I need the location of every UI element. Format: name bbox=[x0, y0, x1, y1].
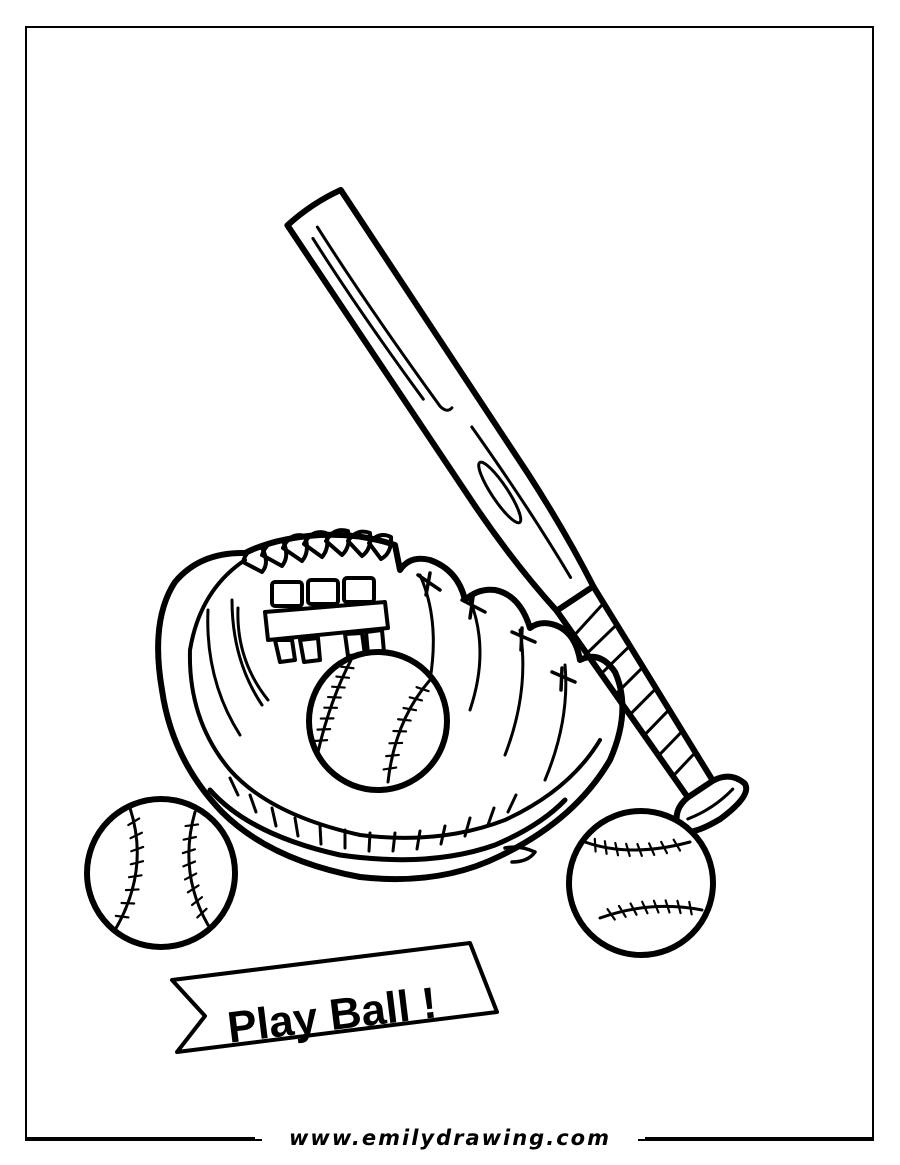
stitch-mark bbox=[127, 817, 141, 827]
stitch-mark bbox=[676, 899, 682, 915]
stitch-mark bbox=[190, 896, 204, 907]
stitch-mark bbox=[660, 840, 669, 855]
stitch-mark bbox=[688, 900, 693, 916]
stitch-mark bbox=[629, 902, 638, 916]
stitch-mark bbox=[124, 888, 140, 892]
stitch-mark bbox=[636, 842, 643, 857]
baseball-icon bbox=[566, 808, 716, 958]
baseball-glove-icon bbox=[155, 528, 626, 883]
stitch-mark bbox=[127, 874, 143, 879]
stitch-mark bbox=[614, 841, 620, 857]
stitch-mark bbox=[129, 860, 145, 866]
stitch-mark bbox=[617, 904, 627, 918]
stitch-mark bbox=[593, 837, 597, 853]
stitch-mark bbox=[647, 842, 656, 856]
stitch-mark bbox=[339, 665, 355, 670]
stitch-mark bbox=[313, 739, 329, 743]
stitch-mark bbox=[385, 753, 400, 758]
stitch-mark bbox=[397, 718, 412, 722]
stitch-mark bbox=[652, 899, 660, 914]
stitch-mark bbox=[183, 872, 198, 881]
footer-website[interactable]: www.emilydrawing.com bbox=[289, 1126, 611, 1150]
stitch-mark bbox=[625, 842, 631, 858]
stitch-mark bbox=[316, 728, 332, 731]
banner-text: Play Ball ! bbox=[225, 978, 440, 1052]
stitch-mark bbox=[402, 706, 418, 712]
baseball-icon bbox=[306, 649, 450, 793]
stitch-mark bbox=[327, 695, 342, 699]
ball-stitches bbox=[114, 665, 693, 921]
stitch-mark bbox=[382, 766, 398, 771]
stitch-mark bbox=[182, 835, 198, 841]
stitch-mark bbox=[184, 823, 200, 828]
stitch-mark bbox=[603, 840, 608, 855]
stitch-mark bbox=[664, 899, 671, 914]
stitch-mark bbox=[186, 884, 200, 894]
stitch-mark bbox=[196, 907, 208, 919]
stitch-mark bbox=[335, 675, 351, 679]
stitch-mark bbox=[415, 686, 430, 693]
stitch-mark bbox=[182, 860, 197, 868]
banner-ribbon: Play Ball ! bbox=[170, 941, 499, 1054]
stitch-mark bbox=[672, 838, 682, 852]
stitch-mark bbox=[130, 845, 145, 853]
stitch-mark bbox=[181, 848, 197, 855]
page-frame bbox=[25, 26, 874, 1141]
baseball-icon bbox=[84, 796, 238, 950]
stitch-mark bbox=[114, 914, 130, 919]
stitch-mark bbox=[331, 685, 346, 689]
stitch-mark bbox=[641, 900, 649, 915]
stitch-mark bbox=[606, 908, 616, 921]
stitch-mark bbox=[129, 831, 143, 840]
footer: www.emilydrawing.com bbox=[26, 1124, 873, 1154]
stitch-mark bbox=[408, 696, 424, 702]
